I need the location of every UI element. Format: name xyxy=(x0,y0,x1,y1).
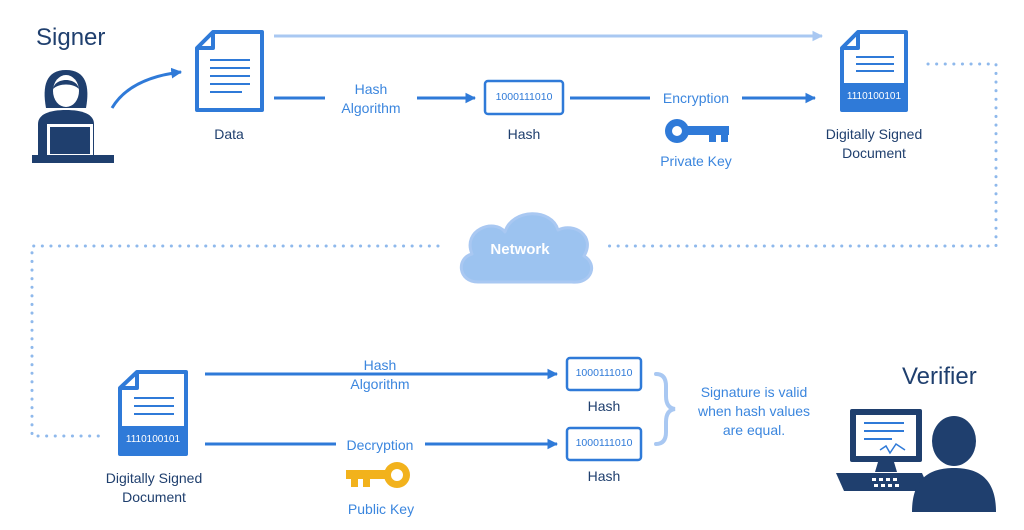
signer-to-data-arrow xyxy=(110,67,183,109)
signed-document-label: Digitally Signed Document xyxy=(825,126,923,161)
decryption-label: Decryption xyxy=(346,437,414,453)
hash-label: Hash xyxy=(507,126,541,142)
received-document-icon xyxy=(118,370,188,456)
verifier-title: Verifier xyxy=(902,363,977,390)
hash-value-1: 1000111010 xyxy=(575,367,633,379)
data-label: Data xyxy=(214,126,244,142)
public-key-icon xyxy=(346,462,410,488)
hash-label-2: Hash xyxy=(587,468,621,484)
signer-icon xyxy=(32,70,114,163)
hash-value-2: 1000111010 xyxy=(575,437,633,449)
public-key-label: Public Key xyxy=(347,501,415,517)
network-path xyxy=(30,62,998,438)
encryption-label: Encryption xyxy=(662,90,730,106)
hash-value: 1000111010 xyxy=(495,91,553,103)
hash-box-1 xyxy=(565,356,643,392)
private-key-label: Private Key xyxy=(660,153,732,169)
signed-document-icon xyxy=(840,30,908,112)
hash-algorithm-label: Hash Algorithm xyxy=(341,81,401,116)
private-key-icon xyxy=(665,119,729,143)
network-label: Network xyxy=(490,241,550,258)
signer-title: Signer xyxy=(36,24,106,51)
data-document-icon xyxy=(195,30,264,112)
hash-box-2 xyxy=(565,426,643,462)
comparison-brace xyxy=(654,372,676,446)
validity-note: Signature is valid when hash values are … xyxy=(697,384,811,438)
network-cloud-icon xyxy=(460,212,594,284)
verify-hash-algorithm-label: Hash Algorithm xyxy=(350,357,410,392)
signed-document-code: 1110100101 xyxy=(846,91,902,102)
hash-label-1: Hash xyxy=(587,398,621,414)
hash-box xyxy=(483,79,565,116)
verifier-icon xyxy=(836,409,996,512)
received-document-label: Digitally Signed Document xyxy=(105,470,203,505)
received-document-code: 1110100101 xyxy=(125,434,181,445)
